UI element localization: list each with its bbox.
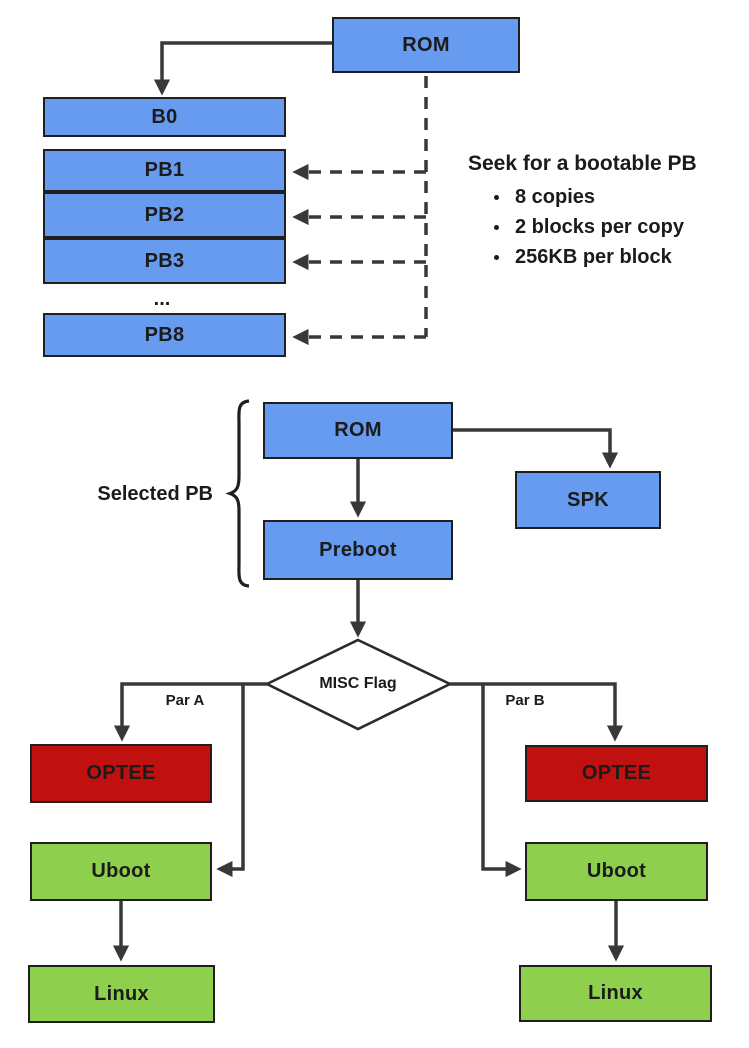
bullet-dot-icon (494, 225, 499, 230)
note-bullet-size: 256KB per block (494, 246, 672, 269)
b0-box: B0 (43, 97, 286, 137)
pb3-box: PB3 (43, 238, 286, 284)
optee-box-right: OPTEE (525, 745, 708, 802)
pb3-box-label: PB3 (144, 249, 185, 272)
pb2-box: PB2 (43, 192, 286, 238)
b0-box-label: B0 (151, 105, 178, 128)
bullet-dot-icon (494, 255, 499, 260)
seek-note-title: Seek for a bootable PB (468, 152, 697, 175)
spk-box-label: SPK (566, 488, 610, 511)
uboot-box-left: Uboot (30, 842, 212, 901)
par-b-label: Par B (505, 692, 545, 709)
uboot-box-right-label: Uboot (586, 860, 647, 882)
pb8-box-label: PB8 (144, 323, 185, 346)
arrow-misc-to-uboot-right (481, 684, 522, 878)
optee-box-right-label: OPTEE (581, 762, 652, 784)
arrow-misc-to-optee-right (450, 682, 624, 742)
uboot-box-right: Uboot (525, 842, 708, 901)
preboot-box: Preboot (263, 520, 453, 580)
misc-flag-label: MISC Flag (319, 675, 397, 692)
pb1-box: PB1 (43, 149, 286, 192)
linux-box-right-label: Linux (588, 982, 643, 1004)
arrow-misc-to-optee-left (113, 682, 267, 742)
preboot-box-label: Preboot (319, 538, 397, 561)
note-bullet-copies-label: 8 copies (515, 186, 596, 208)
bullet-dot-icon (494, 195, 499, 200)
rom-box-selected: ROM (263, 402, 453, 459)
linux-box-left: Linux (28, 965, 215, 1023)
par-a-label: Par A (165, 692, 205, 709)
selected-pb-brace (225, 399, 250, 588)
linux-box-right: Linux (519, 965, 712, 1022)
optee-box-left-label: OPTEE (86, 762, 156, 784)
rom-box-top: ROM (332, 17, 520, 73)
ellipsis-label: ... (153, 288, 171, 310)
rom-box-selected-label: ROM (334, 419, 382, 441)
spk-box: SPK (515, 471, 661, 529)
misc-flag-diamond (264, 638, 453, 731)
note-bullet-size-label: 256KB per block (515, 246, 672, 268)
arrow-misc-to-uboot-left (216, 684, 245, 878)
linux-box-left-label: Linux (94, 982, 149, 1005)
arrow-rom-to-spk (453, 428, 619, 469)
selected-pb-label: Selected PB (97, 483, 213, 505)
pb8-box: PB8 (43, 313, 286, 357)
note-bullet-copies: 8 copies (494, 186, 595, 209)
optee-box-left: OPTEE (30, 744, 212, 803)
note-bullet-blocks-label: 2 blocks per copy (515, 216, 684, 238)
rom-box-top-label: ROM (402, 33, 450, 56)
arrow-rom-to-b0 (153, 41, 332, 96)
pb2-box-label: PB2 (144, 203, 185, 226)
uboot-box-left-label: Uboot (91, 860, 151, 882)
pb1-box-label: PB1 (144, 159, 185, 181)
note-bullet-blocks: 2 blocks per copy (494, 216, 684, 239)
